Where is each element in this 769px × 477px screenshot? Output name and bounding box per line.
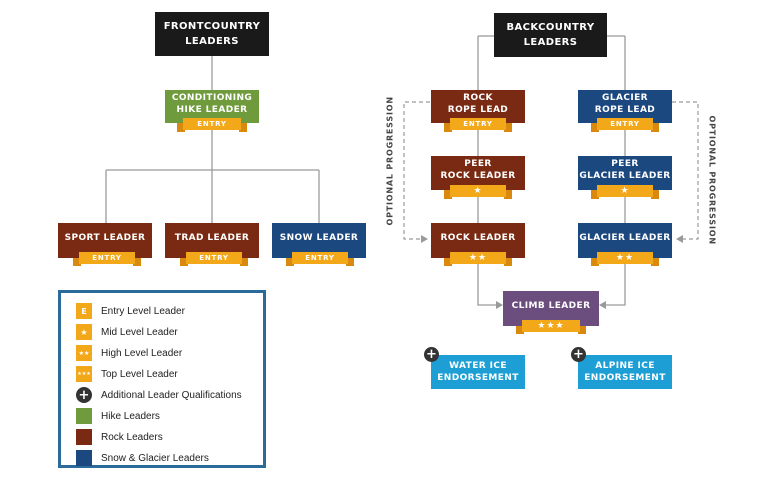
top-level-swatch: ★★★ (76, 366, 92, 382)
node-line: ENDORSEMENT (437, 373, 519, 383)
high-level-ribbon: ★★ (591, 252, 659, 266)
header-line: LEADERS (523, 37, 578, 48)
frontcountry-leaders-header: FRONTCOUNTRY LEADERS (155, 12, 269, 56)
legend-item-glacier: Snow & Glacier Leaders (76, 450, 209, 466)
legend-item-top: ★★★ Top Level Leader (76, 366, 178, 382)
node-line: GLACIER LEADER (579, 171, 671, 181)
peer-glacier-leader-node: PEER GLACIER LEADER (578, 156, 672, 190)
node-line: PEER (464, 159, 492, 169)
node-line: CLIMB LEADER (511, 300, 591, 311)
entry-level-ribbon: ENTRY (444, 118, 512, 132)
legend: E Entry Level Leader ★ Mid Level Leader … (58, 290, 266, 468)
node-line: ROCK LEADER (440, 171, 516, 181)
node-line: ROPE LEAD (447, 104, 509, 115)
peer-rock-leader-node: PEER ROCK LEADER (431, 156, 525, 190)
legend-label: Top Level Leader (101, 368, 178, 380)
node-line: ROCK LEADER (440, 232, 516, 243)
entry-level-ribbon: ENTRY (73, 252, 141, 266)
plus-icon: + (424, 347, 439, 362)
glacier-rope-lead-node: GLACIER ROPE LEAD (578, 90, 672, 123)
water-ice-endorsement-node: WATER ICE ENDORSEMENT (431, 355, 525, 389)
legend-item-hike: Hike Leaders (76, 408, 160, 424)
header-line: FRONTCOUNTRY (163, 21, 261, 32)
node-line: ROCK (463, 92, 493, 103)
legend-label: Snow & Glacier Leaders (101, 452, 209, 464)
legend-item-entry: E Entry Level Leader (76, 303, 185, 319)
optional-progression-label-right: OPTIONAL PROGRESSION (707, 115, 717, 245)
glacier-swatch (76, 450, 92, 466)
header-line: LEADERS (185, 36, 239, 47)
rock-swatch (76, 429, 92, 445)
plus-icon: + (76, 387, 92, 403)
alpine-ice-endorsement-node: ALPINE ICE ENDORSEMENT (578, 355, 672, 389)
header-line: BACKCOUNTRY (506, 22, 595, 33)
entry-level-swatch: E (76, 303, 92, 319)
entry-level-ribbon: ENTRY (180, 252, 248, 266)
high-level-swatch: ★★ (76, 345, 92, 361)
entry-level-ribbon: ENTRY (591, 118, 659, 132)
backcountry-leaders-header: BACKCOUNTRY LEADERS (494, 13, 607, 57)
optional-progression-label-left: OPTIONAL PROGRESSION (385, 96, 395, 226)
mid-level-ribbon: ★ (444, 185, 512, 199)
legend-label: Mid Level Leader (101, 326, 178, 338)
legend-label: High Level Leader (101, 347, 183, 359)
legend-label: Entry Level Leader (101, 305, 185, 317)
node-line: TRAD LEADER (174, 232, 250, 243)
legend-label: Rock Leaders (101, 431, 163, 443)
entry-level-ribbon: ENTRY (177, 118, 247, 132)
node-line: GLACIER LEADER (579, 232, 671, 243)
legend-item-rock: Rock Leaders (76, 429, 163, 445)
top-level-ribbon: ★★★ (516, 320, 586, 334)
hike-swatch (76, 408, 92, 424)
legend-item-mid: ★ Mid Level Leader (76, 324, 178, 340)
node-line: PEER (611, 159, 639, 169)
legend-label: Hike Leaders (101, 410, 160, 422)
plus-icon: + (571, 347, 586, 362)
rock-rope-lead-node: ROCK ROPE LEAD (431, 90, 525, 123)
node-line: SPORT LEADER (64, 232, 146, 243)
legend-label: Additional Leader Qualifications (101, 389, 242, 401)
entry-level-ribbon: ENTRY (286, 252, 354, 266)
high-level-ribbon: ★★ (444, 252, 512, 266)
mid-level-ribbon: ★ (591, 185, 659, 199)
node-line: ROPE LEAD (594, 104, 656, 115)
legend-item-additional: + Additional Leader Qualifications (76, 387, 242, 403)
mid-level-swatch: ★ (76, 324, 92, 340)
node-line: CONDITIONING (171, 92, 253, 103)
node-line: SNOW LEADER (279, 232, 359, 243)
node-line: GLACIER (602, 92, 648, 103)
node-line: ENDORSEMENT (584, 373, 666, 383)
conditioning-hike-leader-node: CONDITIONING HIKE LEADER (165, 90, 259, 123)
legend-item-high: ★★ High Level Leader (76, 345, 182, 361)
node-line: WATER ICE (449, 361, 507, 371)
node-line: ALPINE ICE (595, 361, 655, 371)
node-line: HIKE LEADER (176, 104, 248, 115)
